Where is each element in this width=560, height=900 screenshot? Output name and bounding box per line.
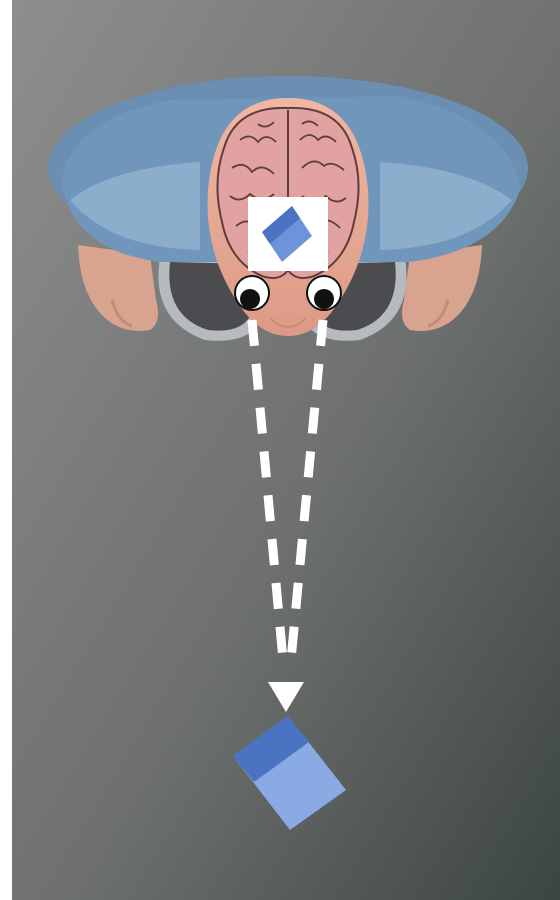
- left-margin: [0, 0, 12, 900]
- person: [48, 76, 528, 341]
- mental-image: [248, 197, 328, 271]
- eye-icon: [235, 276, 269, 310]
- eye-icon: [307, 276, 341, 310]
